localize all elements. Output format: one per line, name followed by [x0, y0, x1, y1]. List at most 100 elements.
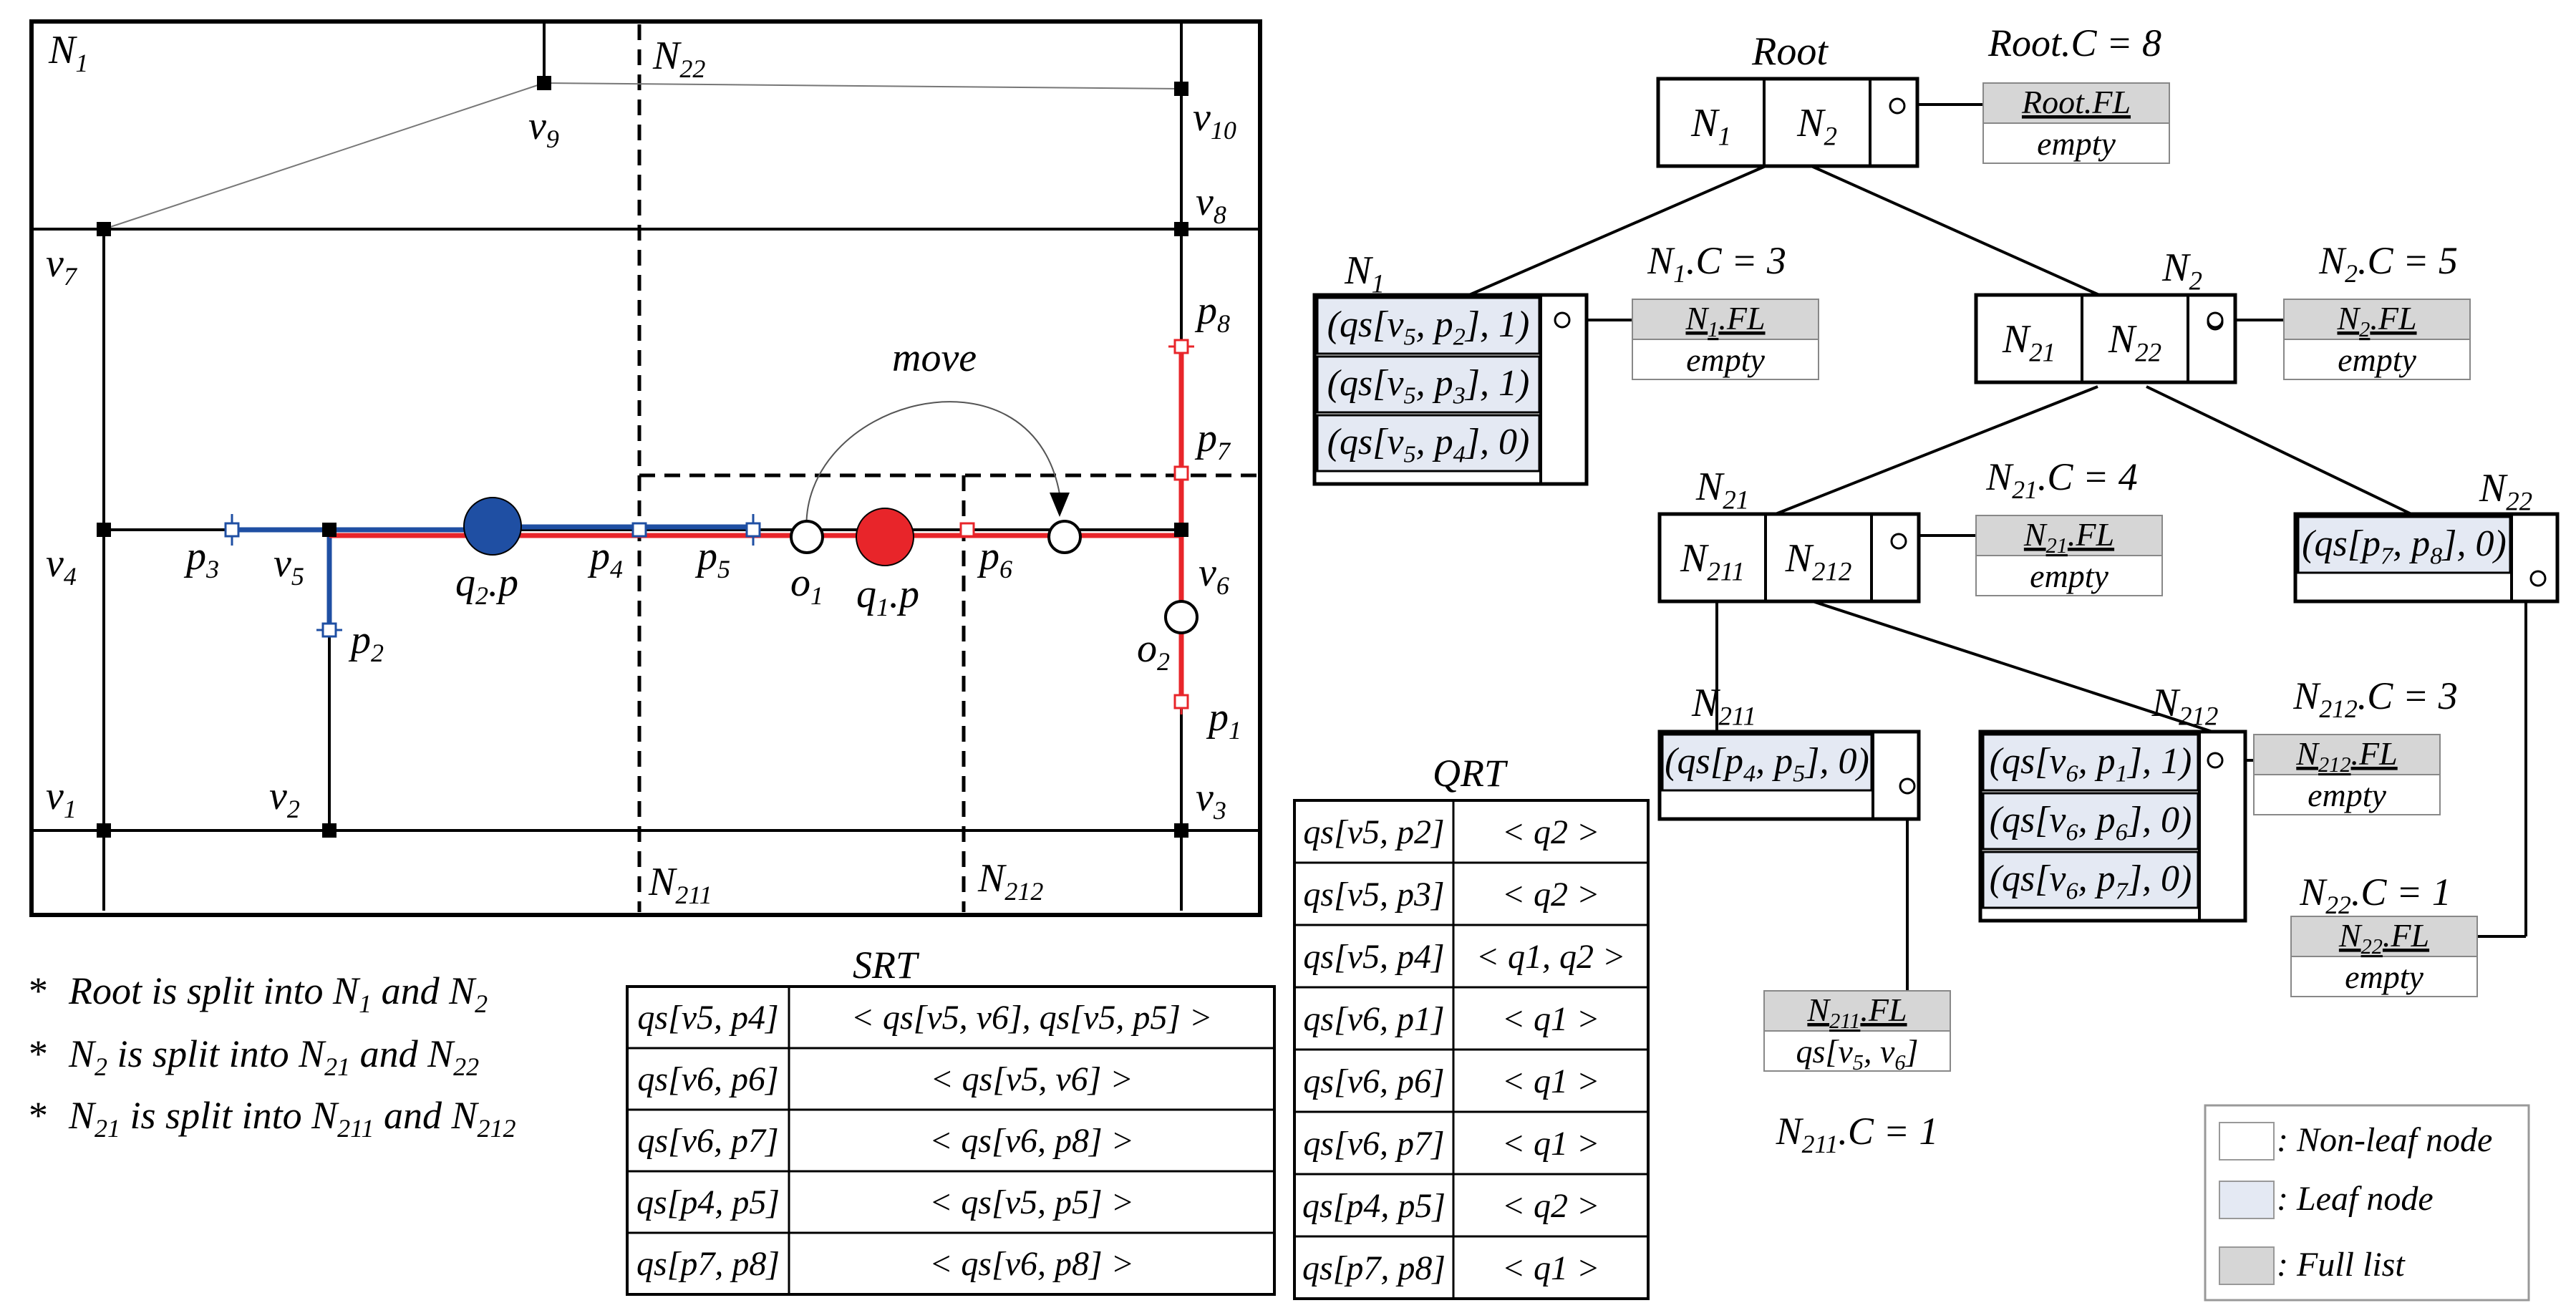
svg-text:empty: empty [2037, 125, 2116, 162]
svg-text:N21.FL: N21.FL [2023, 516, 2114, 558]
label-p8: p8 [1194, 289, 1230, 338]
svg-text:N22.FL: N22.FL [2338, 917, 2429, 959]
qrt-row-value: < q1 > [1502, 1062, 1600, 1100]
split-notes: * Root is split into N1 and N2 * N2 is s… [29, 969, 515, 1143]
qrt-row-key: qs[v5, p4] [1303, 938, 1444, 976]
note-2: * N2 is split into N21 and N22 [29, 1032, 479, 1081]
map-border [29, 19, 1262, 917]
label-v3: v3 [1196, 775, 1226, 825]
roads [32, 21, 1260, 911]
srt-row-value: < qs[v5, v6], qs[v5, p5] > [851, 999, 1213, 1037]
vertex-v1 [97, 823, 111, 838]
node-root-title: Root [1751, 29, 1829, 74]
node-n211: (qs[p4, p5], 0) [1657, 730, 1921, 821]
label-o1: o1 [790, 561, 823, 610]
label-move: move [892, 336, 977, 380]
label-v2: v2 [269, 774, 300, 823]
marker-p2 [316, 622, 342, 638]
svg-text:empty: empty [2338, 341, 2416, 378]
object-o1-moved [1047, 520, 1082, 554]
vertex-v4 [97, 523, 111, 537]
node-n212: (qs[v6, p1], 1)(qs[v6, p6], 0)(qs[v6, p7… [1978, 730, 2247, 923]
vertex-v10 [1174, 82, 1188, 96]
legend-item-non-leaf: : Non-leaf node [2219, 1121, 2492, 1161]
node-n1-title: N1 [1344, 248, 1385, 298]
marker-p7 [1173, 465, 1189, 481]
qrt-row-key: qs[v6, p7] [1303, 1125, 1444, 1163]
vertex-v5 [322, 523, 336, 537]
svg-text:: Leaf node: : Leaf node [2277, 1180, 2434, 1218]
note-3: * N21 is split into N211 and N212 [29, 1094, 515, 1143]
query-q2-dot [463, 497, 522, 556]
marker-p5 [745, 514, 761, 546]
leaf-entry: (qs[v6, p1], 1) [1990, 741, 2192, 787]
road-v9-v10 [543, 82, 1182, 89]
node-n22: (qs[p7, p8], 0) [2293, 512, 2560, 604]
marker-p1 [1173, 689, 1189, 714]
label-v4: v4 [46, 541, 77, 591]
label-p1: p1 [1206, 695, 1241, 745]
svg-text:: Full list: : Full list [2277, 1246, 2406, 1284]
fl-n212-count: N212.C = 3 [2292, 674, 2457, 723]
object-o2 [1164, 600, 1199, 634]
vertex-v3 [1174, 823, 1188, 838]
legend-item-full-list: : Full list [2219, 1246, 2406, 1285]
label-region-n1: N1 [48, 28, 88, 77]
vertex-markers [97, 76, 1188, 838]
label-v6: v6 [1199, 551, 1229, 600]
node-n212-title: N212 [2151, 681, 2219, 730]
srt-row-dividers [627, 1047, 1274, 1234]
srt-row-key: qs[p7, p8] [636, 1245, 780, 1283]
label-p6: p6 [977, 534, 1012, 583]
road-v7-v9 [103, 82, 545, 230]
vertex-v9 [537, 76, 551, 90]
svg-text:Root.FL: Root.FL [2021, 84, 2131, 120]
label-v9: v9 [528, 104, 559, 153]
query-q1-dot [856, 508, 914, 566]
svg-text:N22: N22 [2108, 317, 2161, 367]
node-n21-title: N21 [1695, 465, 1749, 514]
svg-text:empty: empty [2030, 558, 2108, 594]
svg-text:empty: empty [2308, 777, 2386, 813]
svg-text:N211.FL: N211.FL [1806, 992, 1907, 1033]
label-q2p: q2.p [455, 561, 518, 610]
svg-text:Root is split into N1 and N2: Root is split into N1 and N2 [68, 969, 488, 1018]
node-n211-title: N211 [1691, 681, 1756, 730]
srt-row-value: < qs[v5, v6] > [930, 1060, 1133, 1098]
label-p5: p5 [694, 534, 730, 583]
vertex-v8 [1174, 222, 1188, 236]
node-n22-title: N22 [2479, 466, 2532, 515]
label-p2: p2 [348, 618, 384, 667]
tree-edge [1775, 385, 2098, 515]
svg-text:N1.FL: N1.FL [1685, 300, 1765, 341]
label-p7: p7 [1194, 416, 1231, 465]
qrt-row-value: < q2 > [1502, 1187, 1600, 1225]
srt-row-key: qs[p4, p5] [636, 1183, 780, 1221]
srt-cells: qs[v5, p4] < qs[v5, v6], qs[v5, p5] > qs… [636, 999, 1212, 1283]
qrt-cells: qs[v5, p2] < q2 > qs[v5, p3] < q2 > qs[v… [1302, 813, 1625, 1287]
vertex-v6 [1174, 523, 1188, 537]
qrt-row-key: qs[v6, p1] [1303, 1000, 1444, 1038]
fl-n22-count: N22.C = 1 [2299, 871, 2451, 919]
qrt-row-key: qs[v5, p3] [1303, 876, 1444, 914]
label-q1p: q1.p [856, 572, 919, 621]
map-labels: N1 N22 N211 N212 v1 v2 v3 v4 v5 v6 v7 v8… [46, 28, 1241, 909]
srt-row-key: qs[v5, p4] [637, 999, 778, 1037]
marker-p3 [224, 514, 240, 546]
label-v10: v10 [1193, 95, 1236, 145]
label-v7: v7 [46, 241, 78, 291]
tree-edge [1811, 165, 2100, 296]
qrt-row-value: < q1 > [1502, 1125, 1600, 1163]
leaf-entry: (qs[v5, p4], 0) [1327, 422, 1530, 467]
srt-row-value: < qs[v5, p5] > [929, 1183, 1134, 1221]
label-region-n212: N212 [977, 856, 1043, 906]
qrt-title: QRT [1433, 752, 1509, 795]
legend: : Non-leaf node : Leaf node : Full list [2204, 1104, 2530, 1302]
tree-edge [1468, 165, 1766, 296]
svg-text:*: * [29, 1032, 48, 1075]
label-v1: v1 [46, 774, 77, 823]
